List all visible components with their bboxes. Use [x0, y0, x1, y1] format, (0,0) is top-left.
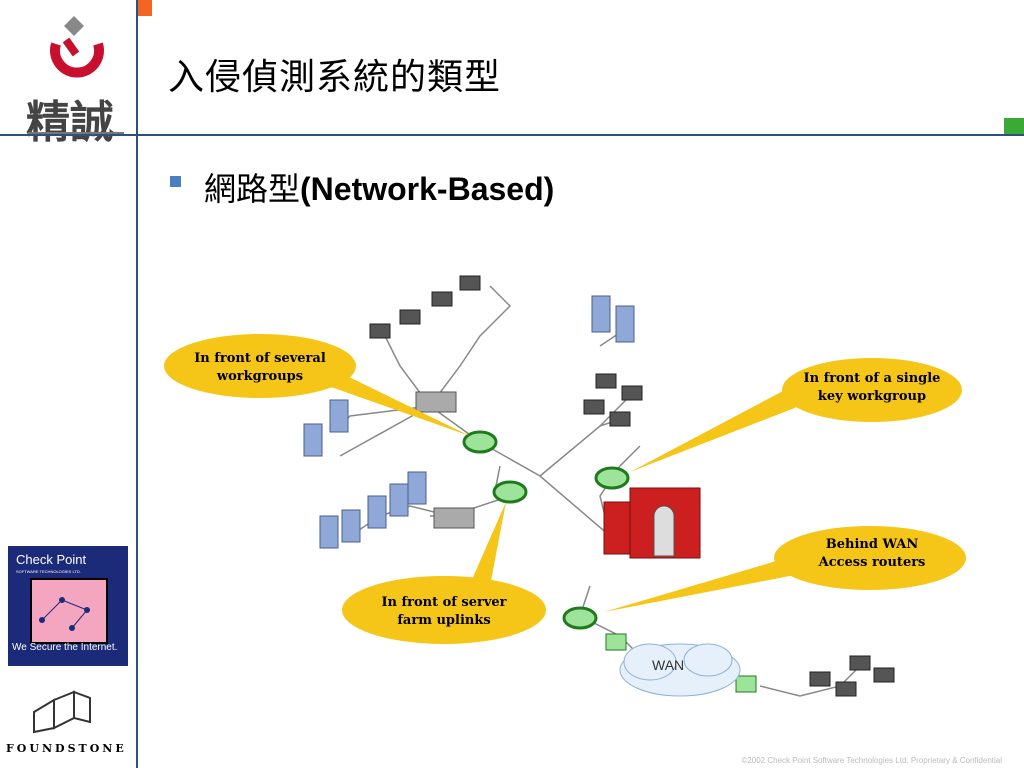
checkpoint-screen-icon: [30, 578, 108, 644]
wan-label: WAN: [652, 657, 684, 673]
checkpoint-subtitle: SOFTWARE TECHNOLOGIES LTD.: [16, 569, 81, 574]
callout-single-key-workgroup: In front of a single key workgroup: [630, 358, 962, 472]
router-icon-right: [735, 675, 757, 693]
ids-sensor-icon-group: [462, 430, 630, 630]
router-icon-left: [605, 633, 627, 651]
workstation-icon-group-key: [583, 373, 643, 427]
checkpoint-title: Check Point: [16, 552, 87, 567]
bullet-text-zh: 網路型: [204, 170, 301, 208]
foundstone-logo-icon: [33, 690, 91, 734]
callout-1-line-1: In front of several: [194, 351, 326, 366]
callout-2-line-1: In front of a single: [804, 371, 941, 386]
accent-green-block: [1004, 118, 1024, 134]
server-icon-group-right: [591, 295, 635, 343]
bullet-square-icon: [170, 176, 181, 187]
callout-behind-wan-routers: Behind WAN Access routers: [604, 526, 966, 612]
bullet-text-en: (Network-Based): [300, 171, 555, 207]
firewall-icon: [603, 487, 701, 559]
header-divider: [0, 134, 1024, 136]
company-logo-text: 精誠: [26, 97, 114, 148]
callout-4-line-2: farm uplinks: [397, 613, 490, 628]
checkpoint-tagline: We Secure the Internet.: [12, 642, 118, 653]
workstation-icon-group-top: [369, 275, 481, 339]
callout-several-workgroups: In front of several workgroups: [164, 334, 470, 436]
wan-cloud-icon: [619, 643, 741, 697]
sidebar: 精誠 Check Point SOFTWARE TECHNOLOGIES LTD…: [0, 0, 138, 768]
company-logo-icon: [50, 16, 104, 78]
callout-4-line-1: In front of server: [381, 595, 506, 610]
logo-underline: [28, 132, 124, 134]
bullet-text: 網路型(Network-Based): [204, 164, 554, 210]
accent-orange-block: [138, 0, 152, 16]
callout-3-line-2: Access routers: [818, 555, 926, 570]
checkpoint-logo: Check Point SOFTWARE TECHNOLOGIES LTD. W…: [8, 546, 128, 666]
slide-title: 入侵偵測系統的類型: [168, 57, 502, 98]
switch-icon-bottom: [433, 507, 475, 529]
workstation-icon-group-remote: [809, 655, 895, 697]
callout-1-line-2: workgroups: [216, 369, 303, 384]
callout-server-farm-uplinks: In front of server farm uplinks: [342, 502, 546, 644]
callout-3-line-1: Behind WAN: [826, 537, 919, 552]
server-farm-icon-group: [319, 471, 427, 549]
server-icon-group-left: [303, 399, 349, 457]
switch-icon-top: [415, 391, 457, 413]
callout-2-line-2: key workgroup: [818, 389, 926, 404]
foundstone-text: FOUNDSTONE: [6, 742, 127, 755]
network-ids-diagram: WAN In front of several workgroups In fr…: [164, 275, 966, 697]
copyright-footer: ©2002 Check Point Software Technologies …: [741, 756, 1002, 765]
